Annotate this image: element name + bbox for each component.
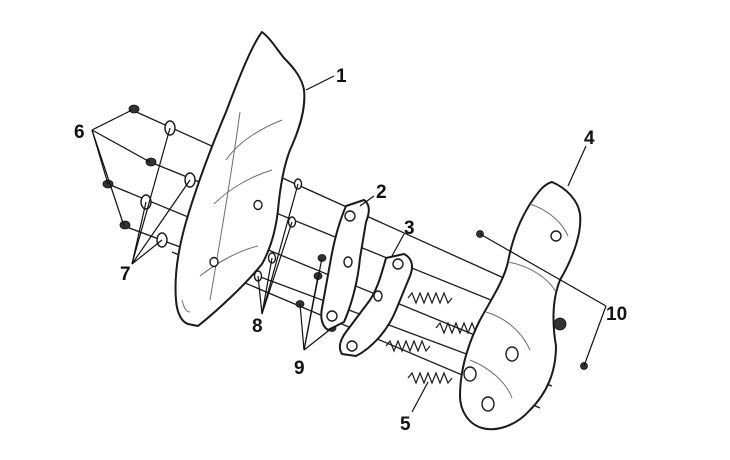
leader-8d: [257, 275, 263, 315]
spring-5a: [407, 291, 453, 305]
leader-10a: [479, 233, 607, 307]
windscreen-hole-b: [209, 256, 219, 268]
spring-5b: [435, 321, 481, 335]
leader-5: [411, 381, 429, 413]
cowl-part-4: [459, 181, 582, 431]
bracket-2-hole-c: [326, 310, 338, 322]
leader-8a: [261, 183, 299, 315]
bracket-part-3: [338, 253, 413, 357]
leader-7a: [131, 127, 171, 265]
leader-6a: [91, 109, 133, 131]
windscreen-part-1: [174, 31, 306, 327]
screw-6b: [145, 157, 157, 167]
bracket-3-hole-b: [373, 290, 383, 302]
leader-9b: [303, 275, 319, 351]
leader-9d: [303, 327, 333, 351]
cowl-hole-b: [505, 346, 519, 362]
screw-6a: [128, 104, 140, 114]
leader-4: [567, 145, 587, 187]
leader-6b: [91, 129, 151, 163]
cowl-hole-a: [550, 230, 562, 242]
leader-8b: [261, 221, 293, 315]
callout-1: 1: [336, 66, 347, 87]
bracket-part-2: [320, 199, 370, 331]
cowl-hole-c: [463, 366, 477, 382]
callout-5: 5: [400, 414, 411, 435]
leader-9c: [299, 303, 305, 351]
screw-6d: [119, 220, 131, 230]
leader-7b: [131, 179, 191, 265]
bracket-2-hole-b: [343, 256, 353, 268]
callout-3: 3: [404, 218, 415, 239]
callout-10: 10: [606, 304, 627, 325]
leader-1: [305, 75, 335, 91]
callout-9: 9: [294, 358, 305, 379]
spring-5d: [407, 371, 453, 385]
callout-8: 8: [252, 316, 263, 337]
leader-6d: [91, 129, 125, 227]
springs-5: [385, 291, 481, 385]
callout-7: 7: [120, 264, 131, 285]
cowl-grommet: [553, 317, 567, 331]
callout-labels: 1 2 3 4 5 6 7 8 9 10: [74, 66, 627, 435]
leader-7c: [131, 201, 147, 265]
leader-7d: [131, 239, 163, 265]
washer-7a: [164, 120, 176, 136]
bracket-3-hole-c: [346, 340, 358, 352]
axis-line-1: [131, 109, 549, 299]
callout-2: 2: [376, 182, 387, 203]
callout-4: 4: [584, 128, 595, 149]
leader-2: [359, 195, 375, 207]
leader-3: [391, 233, 405, 257]
cowl-hole-d: [481, 396, 495, 412]
windscreen-hole-a: [253, 199, 263, 211]
bracket-2-hole-a: [344, 210, 356, 222]
leader-10b: [583, 305, 607, 367]
callout-6: 6: [74, 122, 85, 143]
spring-5c: [385, 339, 431, 353]
leader-8c: [261, 257, 273, 315]
bracket-3-hole-a: [392, 258, 404, 270]
screws-6: [102, 104, 157, 230]
leader-lines: [91, 75, 607, 413]
